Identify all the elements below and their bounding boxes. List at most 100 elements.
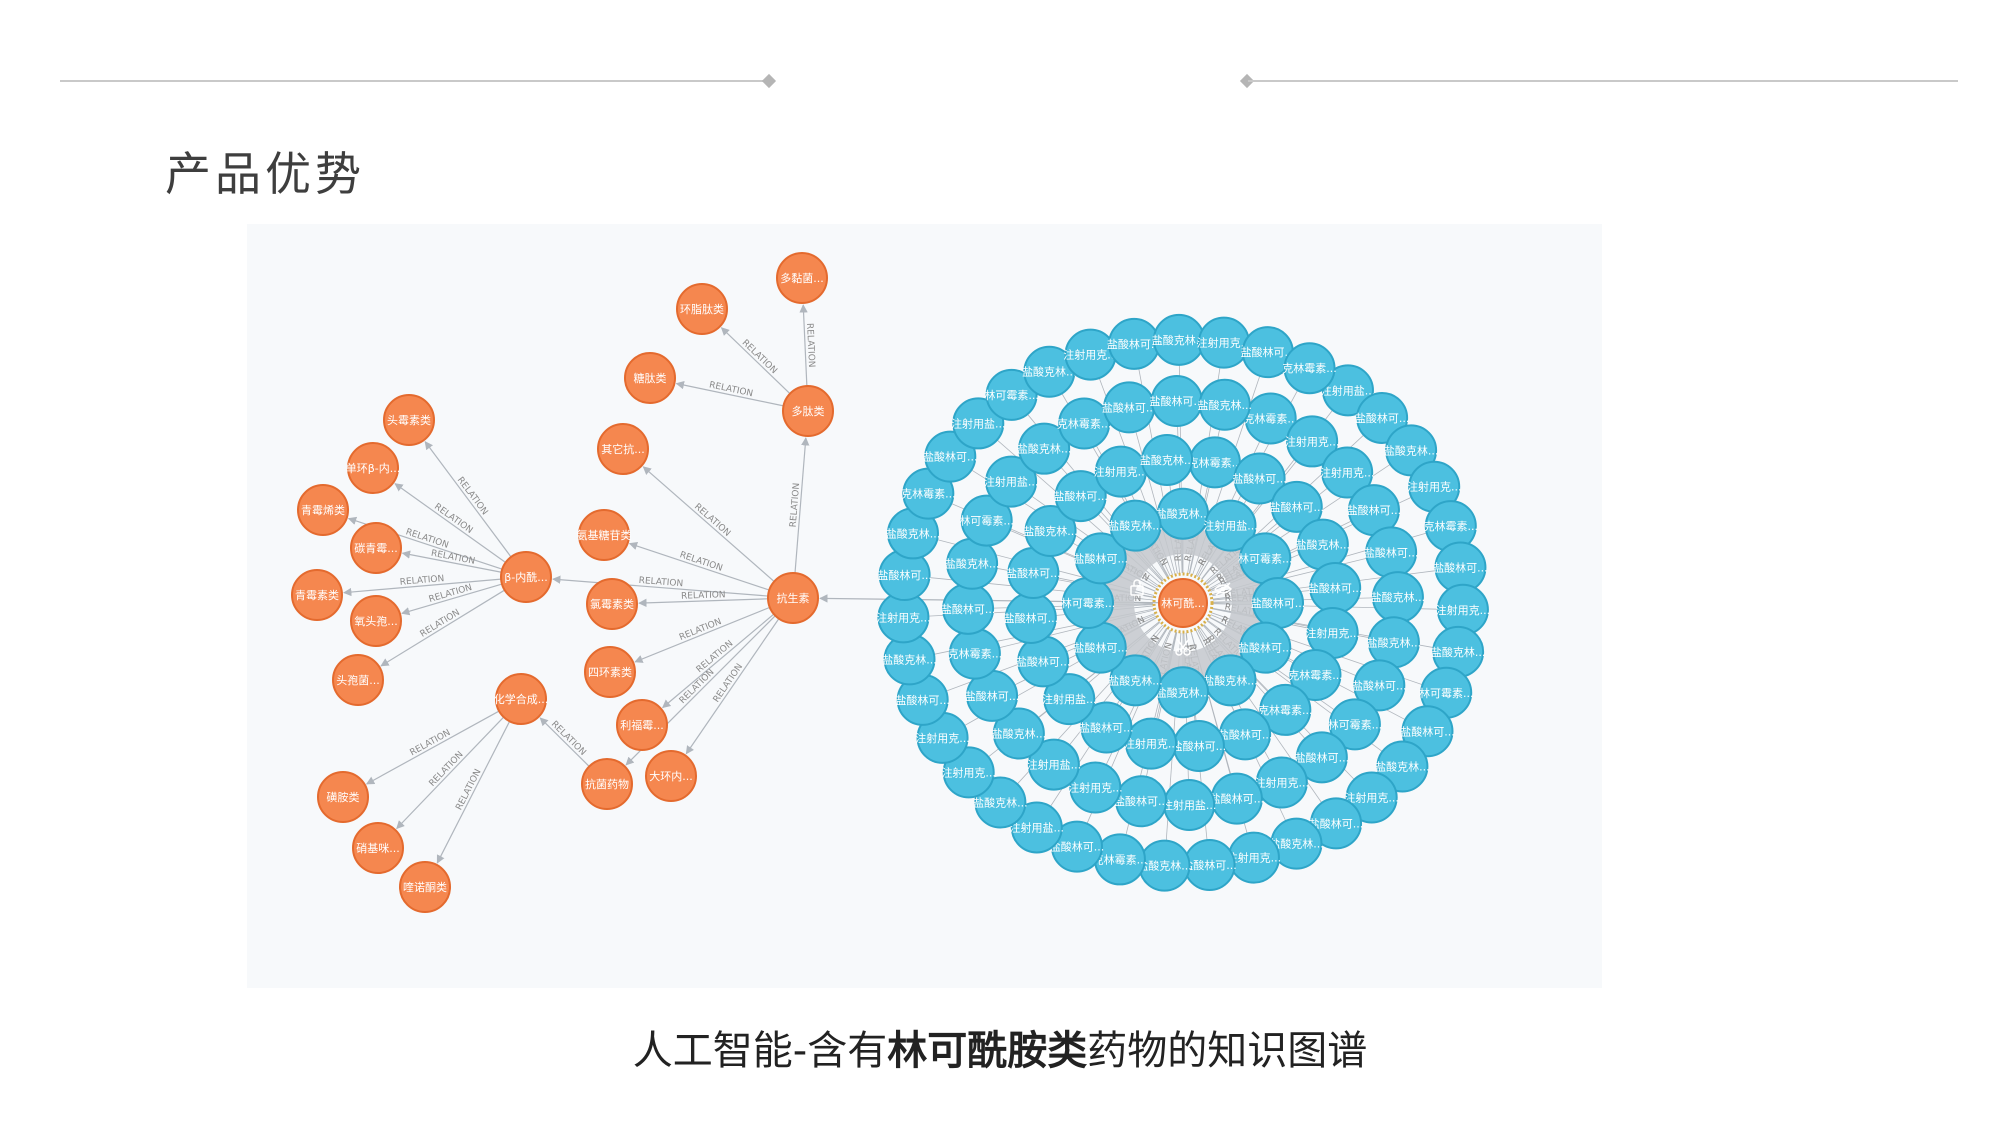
drug-node[interactable]: 盐酸克林... [1367,616,1422,669]
drug-node[interactable]: 克林霉素... [1282,342,1337,395]
category-node-kangsheng[interactable]: 抗生素 [767,572,819,624]
drug-node[interactable]: 注射用盐... [1042,673,1097,726]
drug-node[interactable]: 盐酸林可... [1309,797,1364,850]
drug-node[interactable]: 盐酸林可... [1347,484,1402,537]
drug-node[interactable]: 盐酸林可... [1102,381,1157,434]
drug-node[interactable]: 盐酸克林... [1156,666,1211,719]
drug-node[interactable]: 注射用克... [1068,761,1123,814]
drug-node[interactable]: 克林霉素... [1288,648,1343,701]
drug-node[interactable]: 盐酸克林... [1198,378,1253,431]
drug-node[interactable]: 注射用克... [1320,446,1375,499]
drug-node[interactable]: 注射用克... [876,591,931,644]
drug-node[interactable]: 林可霉素... [1328,698,1383,751]
drug-node[interactable]: 注射用克... [1285,415,1340,468]
drug-node[interactable]: 盐酸克林... [1023,505,1078,558]
drug-node[interactable]: 盐酸林可... [1004,591,1059,644]
drug-node[interactable]: 注射用盐... [1010,801,1065,854]
drug-node[interactable]: 注射用克... [1124,717,1179,770]
category-node-yangtou[interactable]: 氧头孢... [350,595,402,647]
drug-node[interactable]: 盐酸克林... [1022,345,1077,398]
category-node-huaxue[interactable]: 化学合成... [494,673,549,725]
drug-node[interactable]: 盐酸林可... [1073,532,1128,585]
drug-node[interactable]: 盐酸林可... [965,669,1020,722]
category-node-nuotong[interactable]: 喹诺酮类 [399,861,451,913]
lock-icon[interactable] [1130,579,1144,596]
drug-node[interactable]: 盐酸克林... [1156,487,1211,540]
category-node-lvanmei[interactable]: 氯霉素类 [586,578,638,630]
drug-node[interactable]: 注射用克... [1227,831,1282,884]
drug-node[interactable]: 盐酸林可... [1251,577,1306,629]
drug-node[interactable]: 盐酸林可... [1218,708,1273,761]
drug-node[interactable]: 盐酸林可... [895,673,950,726]
category-node-neixi[interactable]: β-内酰... [500,551,552,603]
drug-node[interactable]: 克林霉素... [1424,500,1479,553]
drug-node[interactable]: 盐酸林可... [1053,470,1108,523]
drug-node[interactable]: 注射用克... [1094,445,1149,498]
drug-node[interactable]: 注射用克... [1197,316,1252,369]
drug-node[interactable]: 注射用盐... [1203,499,1258,552]
drug-node[interactable]: 盐酸克林... [1137,839,1192,892]
drug-node[interactable]: 盐酸克林... [945,537,1000,590]
category-node-qingmei[interactable]: 青霉烯类 [297,484,349,536]
drug-node[interactable]: 盐酸克林... [1296,518,1351,571]
category-node-duoniang[interactable]: 多黏菌... [776,252,828,304]
drug-node[interactable]: 盐酸克林... [1017,422,1072,475]
category-node-toubao[interactable]: 头孢菌... [332,654,384,706]
drug-node[interactable]: 克林霉素... [1057,397,1112,450]
category-node-dahuan[interactable]: 大环内... [645,750,697,802]
drug-node[interactable]: 注射用盐... [1027,738,1082,791]
drug-node[interactable]: 盐酸林可... [1079,701,1134,754]
drug-node[interactable]: 盐酸林可... [1172,720,1227,773]
drug-node[interactable]: 注射用克... [1344,771,1399,824]
category-node-toumei[interactable]: 头霉素类 [383,394,435,446]
drug-node[interactable]: 注射用盐... [984,455,1039,508]
category-node-duotai[interactable]: 多肽类 [782,385,834,437]
center-node-linke[interactable]: 林可酰... [1152,572,1214,634]
category-node-qingmeisu[interactable]: 青霉素类 [291,569,343,621]
category-node-xiaoji[interactable]: 硝基咪... [352,822,404,874]
eye-off-icon[interactable] [1213,582,1233,596]
drug-node[interactable]: 盐酸克林... [1108,654,1163,707]
drug-node[interactable]: 盐酸林可... [1352,659,1407,712]
drug-node[interactable]: 盐酸克林... [1108,499,1163,552]
drug-node[interactable]: 盐酸林可... [1308,562,1363,615]
drug-node[interactable]: 克林霉素... [1188,436,1243,489]
drug-node[interactable]: 盐酸林可... [1016,635,1070,688]
drug-node[interactable]: 盐酸林可... [941,582,996,635]
drug-node[interactable]: 盐酸克林... [992,707,1047,760]
drug-node[interactable]: 盐酸林可... [1270,480,1325,533]
drug-node[interactable]: 林可霉素... [1419,666,1474,719]
category-node-lifu[interactable]: 利福霉... [616,699,668,751]
drug-node[interactable]: 盐酸林可... [1364,526,1419,579]
drug-node[interactable]: 注射用克... [1436,583,1491,636]
drug-node[interactable]: 注射用克... [1407,460,1462,513]
drug-node[interactable]: 盐酸克林... [1140,433,1195,486]
scissors-icon[interactable] [1175,638,1191,656]
category-node-danhuan[interactable]: 单环β-内... [346,442,400,494]
category-node-kangjun[interactable]: 抗菌药物 [581,758,633,810]
drug-node[interactable]: 盐酸克林... [1203,654,1258,707]
drug-node[interactable]: 注射用盐... [951,397,1006,450]
drug-node[interactable]: 盐酸林可... [1238,621,1293,674]
category-node-sihuan[interactable]: 四环素类 [584,646,636,698]
drug-node[interactable]: 盐酸克林... [1152,313,1207,366]
category-node-huangan[interactable]: 磺胺类 [317,771,369,823]
drug-node[interactable]: 盐酸林可... [1006,547,1061,600]
drug-node[interactable]: 克林霉素... [1258,683,1313,736]
drug-node[interactable]: 盐酸林可... [1050,820,1105,873]
drug-node[interactable]: 盐酸克林... [882,633,937,686]
category-node-tanqing[interactable]: 碳青霉... [350,522,402,574]
drug-node[interactable]: 盐酸林可... [1355,391,1410,444]
drug-node[interactable]: 林可霉素... [984,368,1039,421]
drug-node[interactable]: 盐酸林可... [1232,452,1287,505]
drug-node[interactable]: 盐酸林可... [1114,775,1169,828]
drug-node[interactable]: 林可霉素... [1238,532,1293,585]
category-node-anjitang[interactable]: 氨基糖苷类 [577,509,632,561]
drug-node[interactable]: 克林霉素... [1093,833,1148,886]
drug-node[interactable]: 盐酸克林... [1384,424,1439,477]
drug-node[interactable]: 盐酸克林... [1371,571,1426,624]
drug-node[interactable]: 盐酸克林... [1431,625,1486,678]
drug-node[interactable]: 盐酸克林... [1269,817,1324,870]
drug-node[interactable]: 盐酸林可... [1150,374,1205,427]
category-node-qita[interactable]: 其它抗... [597,423,649,475]
